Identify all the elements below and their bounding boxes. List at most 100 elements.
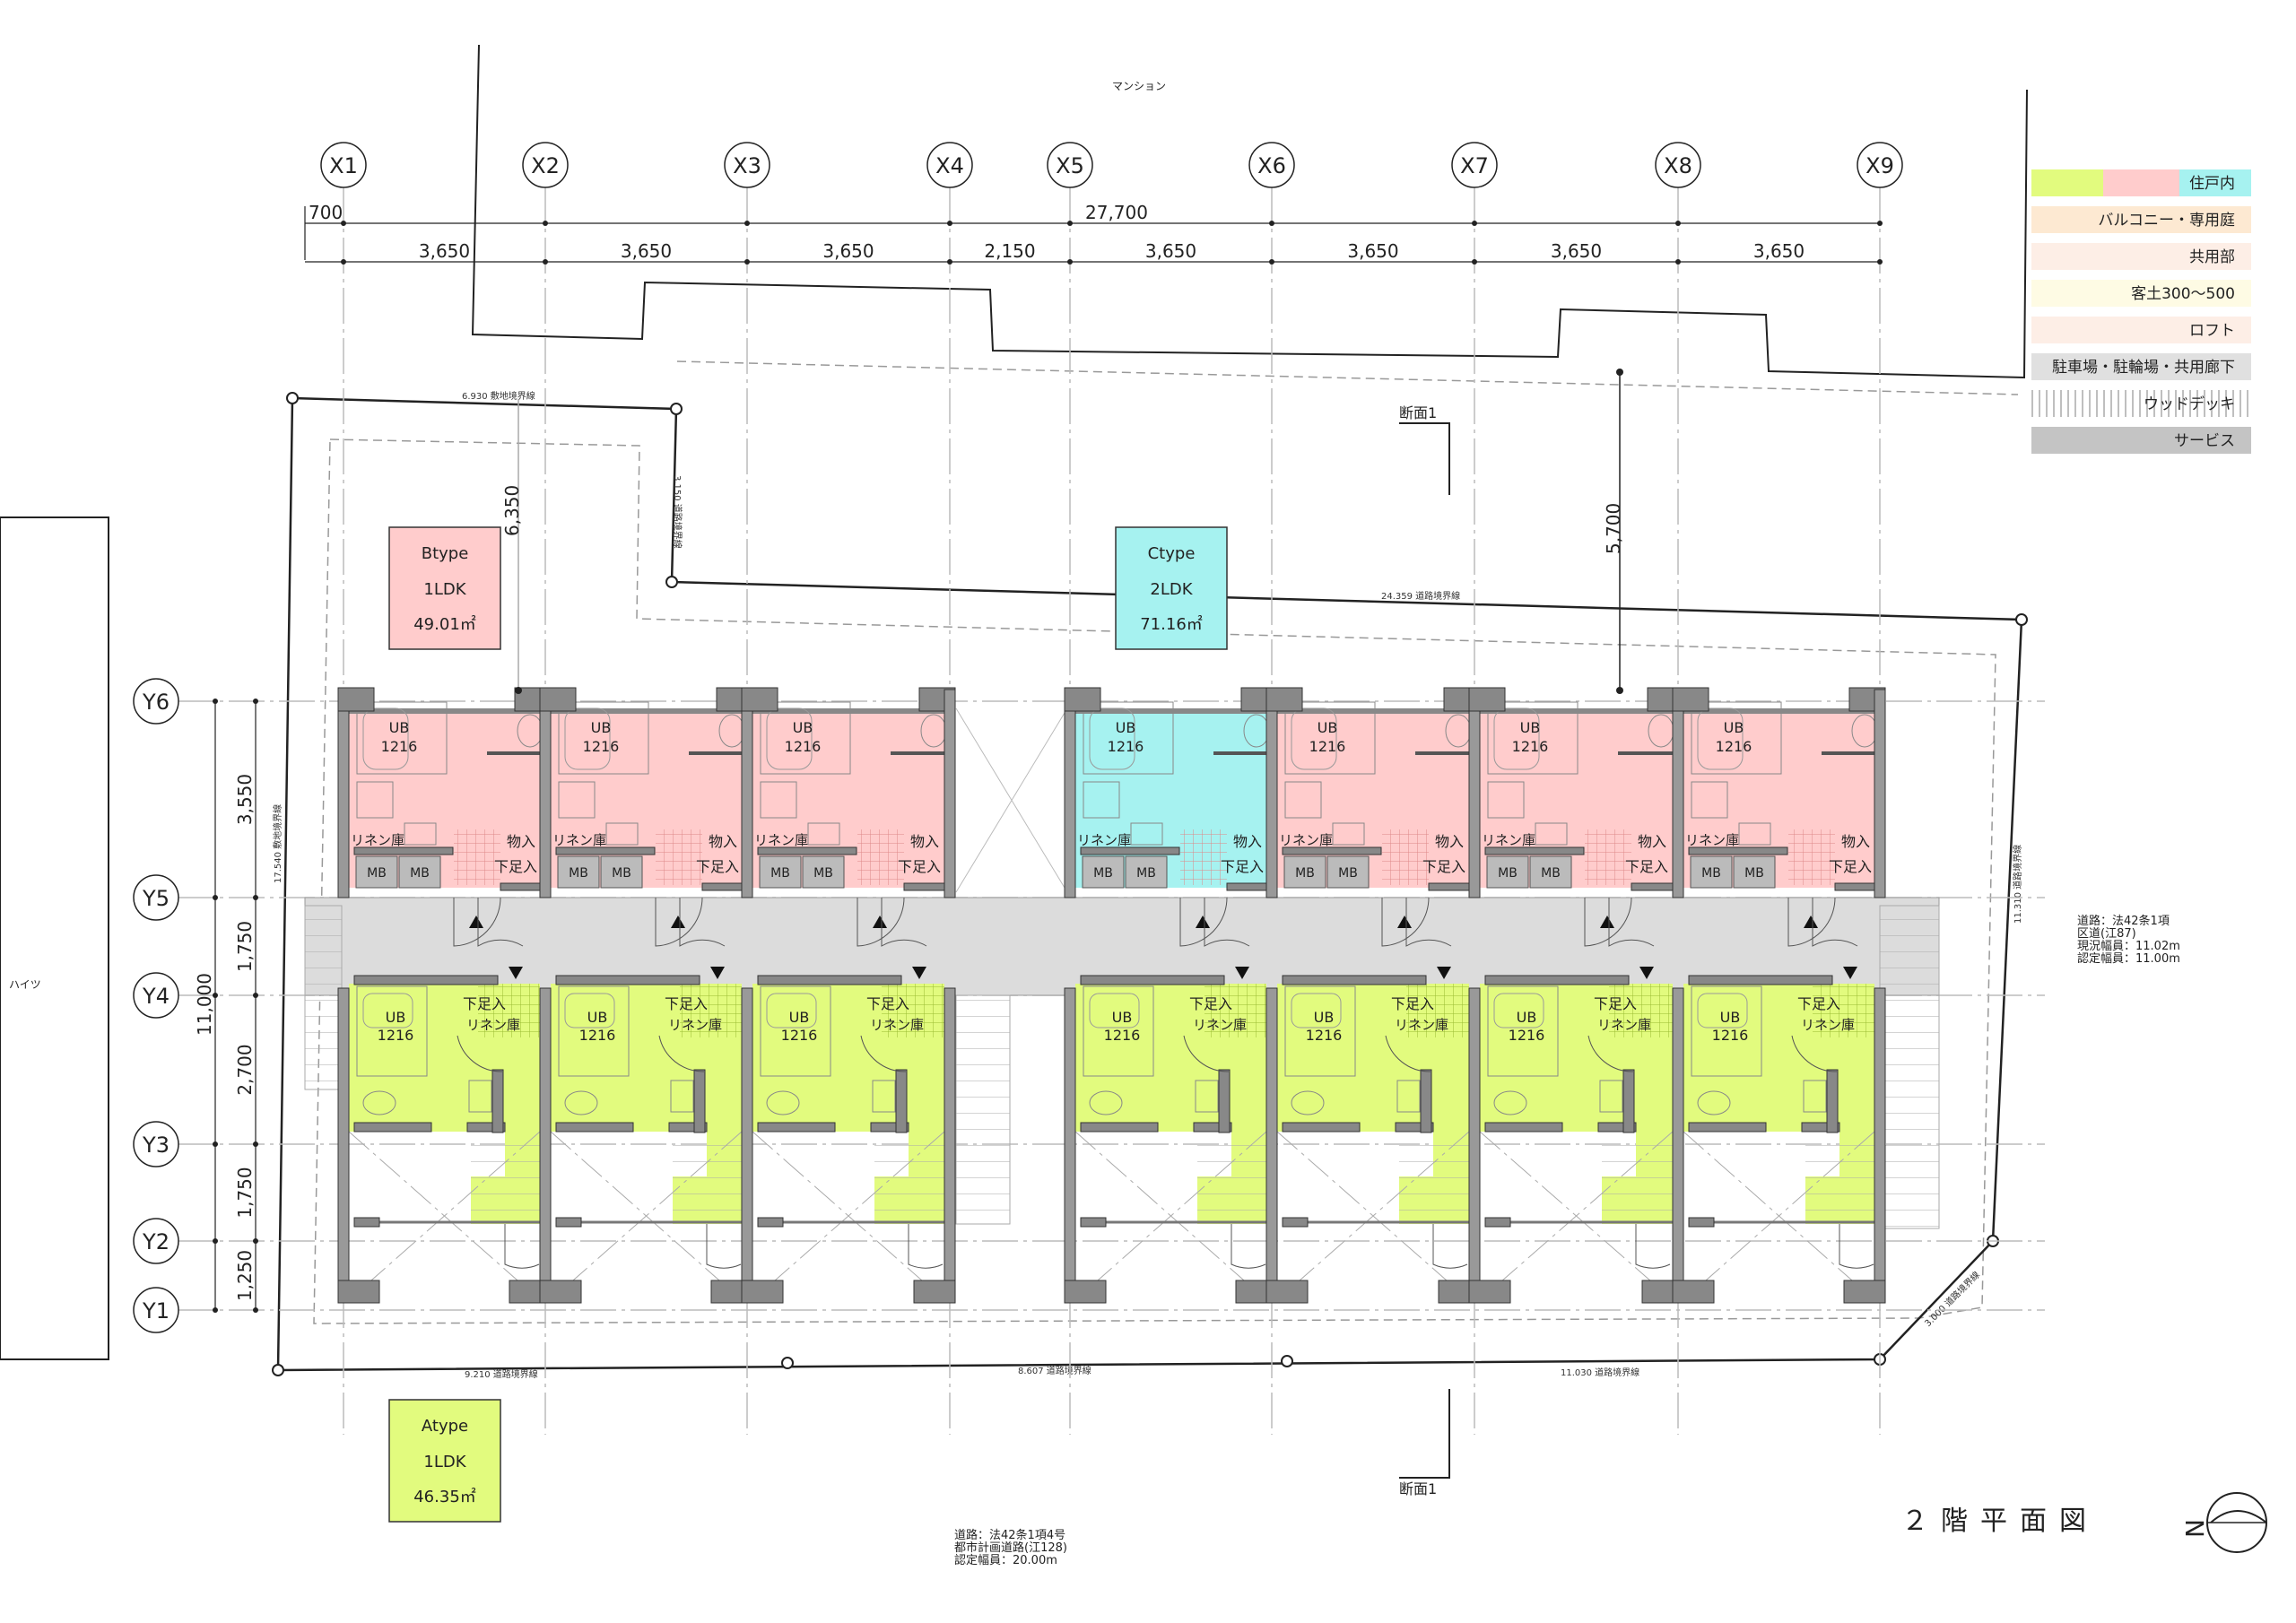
door-swing: [1381, 897, 1430, 947]
shoe-storage-label: 下足入: [1625, 858, 1668, 875]
setback-dim-c: 5,700: [1603, 503, 1624, 554]
dim-left-span: 2,700: [234, 1044, 256, 1095]
shoe-storage-label: 下足入: [898, 858, 941, 875]
storage-label: 物入: [507, 833, 535, 850]
drawing-title: ２階平面図: [1901, 1506, 2099, 1537]
stair-right: [1879, 905, 1940, 1229]
toilet-icon: [766, 1090, 800, 1115]
party-wall: [741, 689, 753, 898]
door-swing: [1179, 897, 1228, 947]
svg-text:認定幅員：11.00m: 認定幅員：11.00m: [2077, 951, 2180, 966]
mb-box: [1486, 855, 1529, 889]
ub-size: 1216: [1309, 738, 1346, 755]
svg-text:道路：法42条1項: 道路：法42条1項: [2077, 914, 2170, 928]
dim-left-span: 1,750: [234, 921, 256, 972]
grid-bubble-x: X1: [320, 142, 367, 188]
door-swing: [860, 1035, 907, 1072]
shoe-storage-label: 下足入: [696, 858, 739, 875]
dim-offset-left: 700: [309, 202, 343, 223]
ub-label: UB: [1720, 1009, 1741, 1026]
neighbor-top-label: マンション: [1112, 80, 1166, 92]
party-wall: [1468, 987, 1481, 1303]
svg-text:Y4: Y4: [142, 984, 170, 1009]
door-swing: [1635, 1224, 1671, 1269]
column: [539, 1280, 582, 1304]
legend-row: 客土300～500: [2031, 280, 2251, 307]
balcony-void: [550, 1131, 743, 1301]
ub-label: UB: [386, 1009, 406, 1026]
legend-label: サービス: [2174, 432, 2235, 450]
mb-box: [802, 855, 845, 889]
type-layout: 1LDK: [423, 580, 466, 599]
door-swing: [655, 897, 703, 947]
storage-label: 物入: [709, 833, 737, 850]
door-swing: [1608, 898, 1655, 947]
boundary-label-corner: 3.000 道路境界線: [1922, 1269, 1982, 1329]
column: [1265, 1280, 1309, 1304]
entrance-arrow-icon: [1397, 916, 1412, 928]
boundary-label-left: 17.540 敷地境界線: [272, 804, 283, 883]
storage-label: 物入: [1233, 833, 1262, 850]
shoe-storage-label: 下足入: [1797, 995, 1840, 1012]
entrance-arrow-icon: [469, 916, 483, 928]
grid-bubble-y: Y1: [133, 1287, 179, 1333]
party-wall: [539, 987, 552, 1303]
mb-label: MB: [1136, 866, 1156, 881]
door-swing: [1231, 1224, 1266, 1269]
type-area: 71.16㎡: [1140, 614, 1203, 634]
legend-label: バルコニー・専用庭: [2098, 212, 2235, 230]
ub-label: UB: [1112, 1009, 1133, 1026]
grid-bubble-y: Y3: [133, 1121, 179, 1167]
dim-left-span: 1,250: [234, 1250, 256, 1301]
mb-box: [355, 855, 398, 889]
mb-box: [398, 855, 441, 889]
ub-label: UB: [1517, 1009, 1537, 1026]
entrance-arrow-icon: [1639, 967, 1654, 979]
mb-box: [1283, 855, 1326, 889]
party-wall: [1468, 689, 1481, 898]
svg-text:Y1: Y1: [142, 1298, 170, 1324]
dim-span: 3,650: [1145, 240, 1196, 262]
entrance-arrow-icon: [1235, 967, 1249, 979]
svg-text:N: N: [2180, 1519, 2210, 1538]
boundary-label-top-main: 24.359 道路境界線: [1381, 590, 1460, 602]
dim-span: 3,650: [822, 240, 874, 262]
svg-text:区道(江87): 区道(江87): [2077, 927, 2136, 941]
door-swing: [658, 1035, 705, 1072]
ub-size: 1216: [1306, 1027, 1343, 1044]
linen-label: リネン庫: [1279, 832, 1333, 848]
mb-label: MB: [569, 866, 588, 881]
void-cross: [955, 707, 1068, 893]
dim-span: 3,650: [1347, 240, 1398, 262]
ub-label: UB: [789, 1009, 810, 1026]
toilet-icon: [564, 1090, 598, 1115]
shoe-storage-label: 下足入: [1829, 858, 1872, 875]
mb-box: [1082, 855, 1125, 889]
ub-label: UB: [1116, 719, 1136, 736]
setback-dim-b: 6,350: [501, 485, 523, 536]
shoe-storage-label: 下足入: [463, 995, 506, 1012]
entrance-arrow-icon: [710, 967, 725, 979]
svg-text:X1: X1: [329, 153, 358, 178]
door-swing: [908, 1224, 944, 1269]
legend-row: 駐車場・駐輪場・共用廊下: [2031, 353, 2251, 380]
door-swing: [1787, 897, 1836, 947]
party-wall: [944, 987, 956, 1303]
ub-size: 1216: [1108, 738, 1144, 755]
door-swing: [1204, 898, 1250, 947]
ub-label: UB: [587, 1009, 608, 1026]
shoe-storage-label: 下足入: [1391, 995, 1434, 1012]
neighbor-building-left: [0, 516, 109, 1360]
entrance-arrow-icon: [1196, 916, 1210, 928]
svg-text:X3: X3: [733, 153, 761, 178]
boundary-label-bottom-1: 9.210 道路境界線: [465, 1368, 538, 1380]
boundary-label-right: 11.310 道路境界線: [2012, 845, 2023, 924]
linen-label: リネン庫: [754, 832, 808, 848]
mb-label: MB: [367, 866, 387, 881]
entrance-arrow-icon: [1600, 916, 1614, 928]
grid-bubble-x: X7: [1451, 142, 1498, 188]
ub-size: 1216: [583, 738, 620, 755]
linen-label: リネン庫: [668, 1017, 722, 1033]
